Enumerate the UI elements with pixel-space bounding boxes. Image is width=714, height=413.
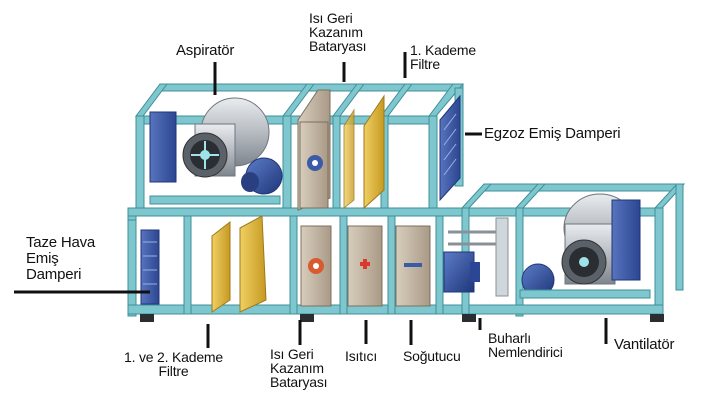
label-steam-humidifier: Buharlı Nemlendirici (488, 331, 563, 359)
label-heat-recovery-bottom-line1: Isı Geri (270, 346, 314, 362)
label-steam-humidifier-line1: Buharlı (488, 330, 531, 346)
label-stage1-filter: 1. Kademe Filtre (410, 43, 476, 71)
label-stage1-filter-line2: Filtre (410, 56, 440, 72)
fresh-air-damper (140, 229, 160, 305)
label-heater: Isıtıcı (345, 348, 378, 364)
label-cooler: Soğutucu (403, 348, 461, 364)
label-stage12-filter: 1. ve 2. Kademe Filtre (124, 350, 223, 378)
heat-recovery-coil-lower (300, 225, 332, 307)
label-steam-humidifier-line2: Nemlendirici (488, 344, 563, 360)
label-fresh-air-damper: Taze Hava Emiş Damperi (26, 235, 95, 283)
aspirator-fan (149, 97, 283, 205)
lower-right-frame (460, 183, 686, 317)
heater-coil (347, 225, 383, 307)
label-aspirator: Aspiratör (176, 42, 235, 59)
lower-frame (127, 207, 664, 317)
label-fan: Vantilatör (614, 336, 675, 353)
supply-fan (495, 193, 651, 299)
label-heat-recovery-top-line1: Isı Geri (309, 10, 353, 26)
label-heat-recovery-top-line3: Bataryası (309, 38, 367, 54)
label-heat-recovery-bottom-line3: Bataryası (270, 374, 328, 390)
leader-lines (14, 52, 608, 348)
support-feet (140, 314, 664, 322)
heat-recovery-coil-upper (297, 89, 331, 211)
label-fresh-air-damper-line1: Taze Hava (26, 234, 96, 251)
label-heat-recovery-bottom-line2: Kazanım (270, 360, 324, 376)
label-heat-recovery-bottom: Isı Geri Kazanım Bataryası (270, 346, 328, 390)
stage12-filter-lower (211, 215, 267, 313)
exhaust-damper (439, 94, 461, 202)
label-heat-recovery-top: Isı Geri Kazanım Bataryası (309, 10, 367, 54)
label-stage12-filter-line1: 1. ve 2. Kademe (124, 349, 223, 365)
steam-humidifier (443, 230, 500, 293)
label-stage12-filter-line2: Filtre (158, 363, 189, 379)
label-stage1-filter-line1: 1. Kademe (410, 42, 476, 58)
label-fresh-air-damper-line2: Emiş (26, 250, 59, 267)
cooler-coil (395, 225, 431, 307)
stage1-filter-upper (343, 94, 385, 210)
label-fresh-air-damper-line3: Damperi (26, 266, 82, 283)
label-heat-recovery-top-line2: Kazanım (309, 24, 363, 40)
label-exhaust-damper: Egzoz Emiş Damperi (484, 125, 621, 142)
